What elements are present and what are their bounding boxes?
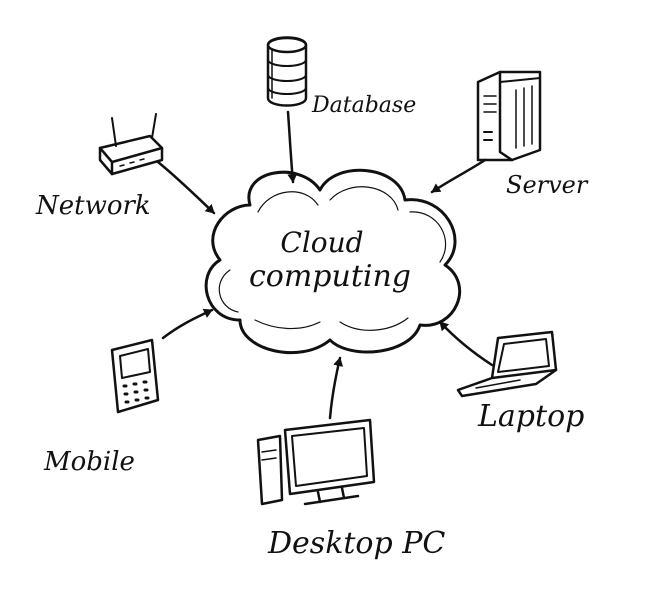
database-label: Database [311, 93, 416, 118]
arrow-server [430, 158, 487, 194]
arrow-network [156, 160, 216, 215]
laptop-label: Laptop [477, 399, 584, 434]
cloud-title-line2: computing [249, 259, 411, 294]
cloud-title-line1: Cloud [280, 226, 363, 259]
arrow-laptop [438, 320, 494, 367]
mobile-label: Mobile [43, 447, 135, 477]
mobile-phone-icon [110, 338, 160, 414]
desktop-label: Desktop PC [267, 526, 445, 561]
server-label: Server [506, 171, 589, 199]
desktop-pc-icon [256, 418, 376, 506]
arrow-desktop [328, 356, 344, 420]
cloud-shape [204, 168, 462, 355]
server-icon [476, 70, 542, 162]
laptop-icon [456, 330, 558, 398]
arrow-database [286, 110, 298, 184]
arrow-mobile [161, 308, 214, 340]
connection-arrows [156, 110, 494, 420]
router-icon [98, 113, 164, 176]
database-icon [266, 36, 308, 107]
network-label: Network [35, 191, 151, 221]
